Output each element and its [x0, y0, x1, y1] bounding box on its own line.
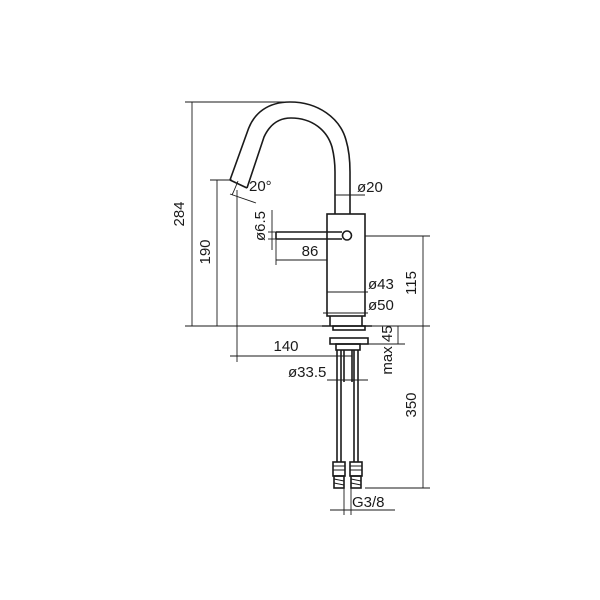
thread-size-label: G3/8 — [352, 494, 385, 511]
base-diameter-label: ø50 — [368, 297, 394, 314]
spout-reach-label: 140 — [273, 338, 298, 355]
spout-height-label: 190 — [197, 239, 214, 264]
lever-diameter-label: ø6.5 — [252, 211, 269, 241]
spout-diameter-label: ø20 — [357, 179, 383, 196]
hole-diameter-label: ø33.5 — [288, 364, 326, 381]
spout-angle-label: 20° — [249, 178, 272, 195]
dimension-lines — [185, 101, 430, 515]
hose-length-label: 350 — [403, 392, 420, 417]
max-thickness-label: max 45 — [379, 325, 396, 374]
faucet-outline — [229, 101, 372, 489]
total-height-label: 284 — [171, 201, 188, 226]
body-diameter-label: ø43 — [368, 276, 394, 293]
body-height-label: 115 — [403, 271, 420, 295]
lever-length-label: 86 — [302, 243, 319, 260]
